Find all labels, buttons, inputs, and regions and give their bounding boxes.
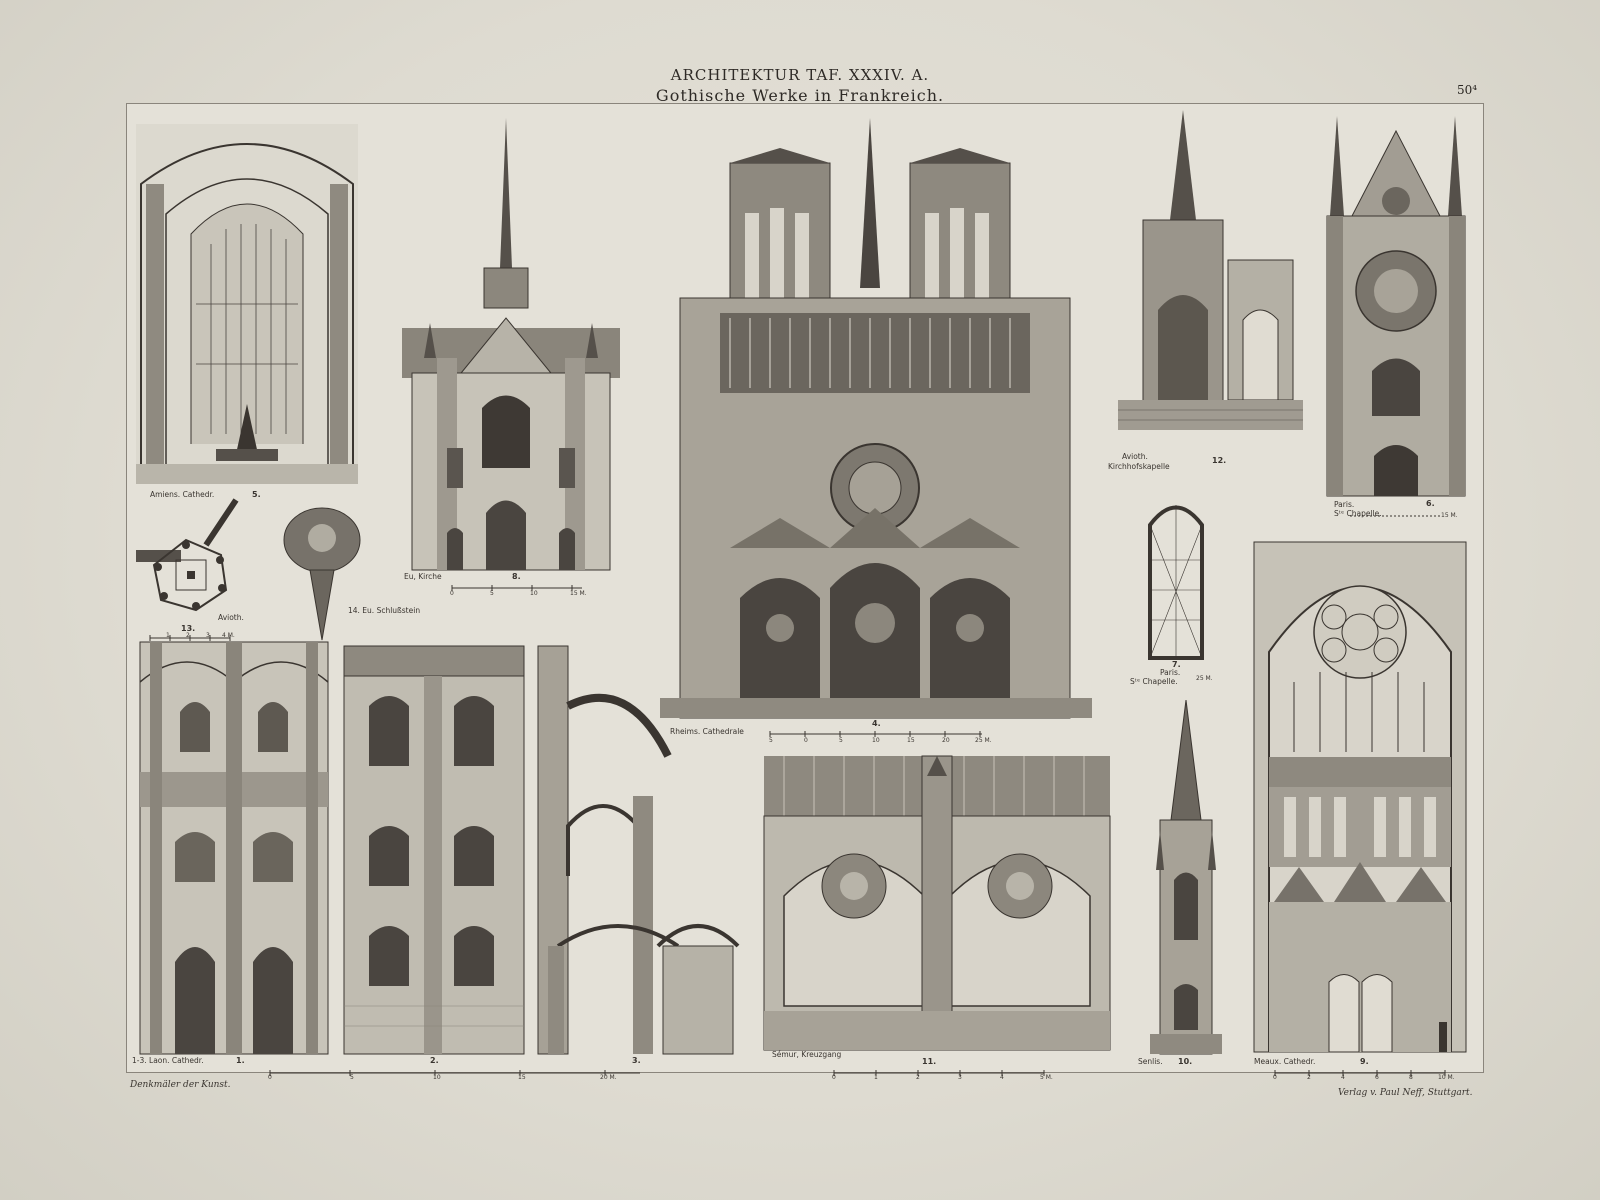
rheims-scale-label-0: 5	[769, 737, 773, 744]
avioth-chapel-number: 12.	[1212, 456, 1227, 465]
semur-caption: Sémur, Kreuzgang	[772, 1050, 842, 1059]
rheims-cathedral-illustration	[660, 118, 1092, 718]
rheims-caption: Rheims. Cathedrale	[670, 727, 744, 736]
laon-scale-label-2: 10	[433, 1074, 441, 1081]
avioth-plan-scale-label-2: 3	[206, 632, 210, 639]
semur-scale-label-3: 3	[958, 1074, 962, 1081]
paris-plan-scale-label: 25 M.	[1196, 675, 1213, 682]
avioth-plan-caption: Avioth.	[218, 613, 244, 622]
avioth-chapel-subcaption: Kirchhofskapelle	[1108, 462, 1170, 471]
laon-scale-label-0: 0	[268, 1074, 272, 1081]
paris-chapelle-scale-bar	[1350, 514, 1440, 518]
meaux-scale-label-5: 10 M.	[1438, 1074, 1455, 1081]
laon-scale-label-3: 15	[518, 1074, 526, 1081]
eu-scale-label-1: 5	[490, 590, 494, 597]
senlis-number: 10.	[1178, 1057, 1193, 1066]
plate-number: 50⁴	[1457, 83, 1478, 97]
paris-plan-caption: Paris.	[1160, 668, 1181, 677]
footer-publisher: Verlag v. Paul Neff, Stuttgart.	[1338, 1088, 1473, 1098]
laon-2-number: 2.	[430, 1056, 439, 1065]
meaux-scale-label-1: 2	[1307, 1074, 1311, 1081]
rheims-scale-label-4: 15	[907, 737, 915, 744]
rheims-scale-label-6: 25 M.	[975, 737, 992, 744]
meaux-number: 9.	[1360, 1057, 1369, 1066]
amiens-number: 5.	[252, 490, 261, 499]
semur-scale-label-2: 2	[916, 1074, 920, 1081]
semur-scale-label-1: 1	[874, 1074, 878, 1081]
laon-exterior-2-illustration	[344, 646, 524, 1054]
paris-chapelle-number: 6.	[1426, 499, 1435, 508]
eu-scale-label-2: 10	[530, 590, 538, 597]
plate-subtitle: Gothische Werke in Frankreich.	[655, 86, 945, 105]
laon-scale-bar	[270, 1070, 640, 1076]
meaux-scale-label-3: 6	[1375, 1074, 1379, 1081]
paris-plan-subcaption: Sᵗᵉ Chapelle.	[1130, 677, 1178, 686]
semur-scale-label-0: 0	[832, 1074, 836, 1081]
eu-kirche-number: 8.	[512, 572, 521, 581]
senlis-spire-illustration	[1150, 700, 1222, 1054]
rheims-scale-label-2: 5	[839, 737, 843, 744]
meaux-scale-bar	[1275, 1070, 1445, 1076]
plate-title: ARCHITEKTUR TAF. XXXIV. A.	[670, 66, 930, 84]
footer-series: Denkmäler der Kunst.	[130, 1080, 231, 1090]
paris-chapelle-caption: Paris.	[1334, 500, 1355, 509]
laon-caption: 1-3. Laon. Cathedr.	[132, 1056, 204, 1065]
avioth-plan-scale-label-0: 1	[166, 632, 170, 639]
meaux-scale-label-4: 8	[1409, 1074, 1413, 1081]
paris-plan-number: 7.	[1172, 660, 1181, 669]
amiens-interior-illustration	[136, 124, 358, 484]
eu-kirche-caption: Eu, Kirche	[404, 572, 442, 581]
avioth-plan-scale-bar	[150, 635, 230, 641]
rheims-scale-label-1: 0	[804, 737, 808, 744]
avioth-plan-number: 13.	[181, 624, 196, 633]
laon-interior-1-illustration	[140, 642, 328, 1054]
semur-scale-label-5: 5 M.	[1040, 1074, 1053, 1081]
laon-section-3-illustration	[538, 646, 744, 1054]
meaux-caption: Meaux. Cathedr.	[1254, 1057, 1316, 1066]
eu-keystone-illustration	[283, 507, 361, 640]
eu-kirche-illustration	[402, 118, 620, 570]
paris-chapelle-scale-label: 15 M.	[1441, 512, 1458, 519]
avioth-plan-scale-label-1: 2	[186, 632, 190, 639]
rheims-number: 4.	[872, 719, 881, 728]
eu-keystone-caption: 14. Eu. Schlußstein	[348, 606, 421, 615]
rheims-scale-label-5: 20	[942, 737, 950, 744]
paris-plan-illustration	[1140, 490, 1212, 658]
senlis-caption: Senlis.	[1138, 1057, 1163, 1066]
meaux-scale-label-0: 0	[1273, 1074, 1277, 1081]
laon-3-number: 3.	[632, 1056, 641, 1065]
rheims-scale-label-3: 10	[872, 737, 880, 744]
avioth-plan-scale-label-3: 4 M.	[222, 632, 235, 639]
semur-number: 11.	[922, 1057, 937, 1066]
amiens-caption: Amiens. Cathedr.	[150, 490, 215, 499]
semur-cloister-illustration	[764, 756, 1110, 1050]
meaux-facade-illustration	[1254, 542, 1466, 1052]
meaux-scale-label-2: 4	[1341, 1074, 1345, 1081]
avioth-chapel-illustration	[1118, 110, 1303, 430]
laon-1-number: 1.	[236, 1056, 245, 1065]
eu-scale-label-0: 0	[450, 590, 454, 597]
semur-scale-bar	[834, 1070, 1044, 1076]
eu-scale-label-3: 15 M.	[570, 590, 587, 597]
eu-scale-bar	[452, 585, 582, 591]
semur-scale-label-4: 4	[1000, 1074, 1004, 1081]
laon-scale-label-1: 5	[350, 1074, 354, 1081]
rheims-scale-bar	[770, 731, 982, 737]
paris-chapelle-illustration	[1322, 116, 1470, 496]
avioth-plan-illustration	[136, 500, 248, 624]
avioth-chapel-caption: Avioth.	[1122, 452, 1148, 461]
paris-chapelle-subcaption: Sᵗᵉ Chapelle.	[1334, 509, 1382, 518]
laon-scale-label-4: 20 M.	[600, 1074, 617, 1081]
